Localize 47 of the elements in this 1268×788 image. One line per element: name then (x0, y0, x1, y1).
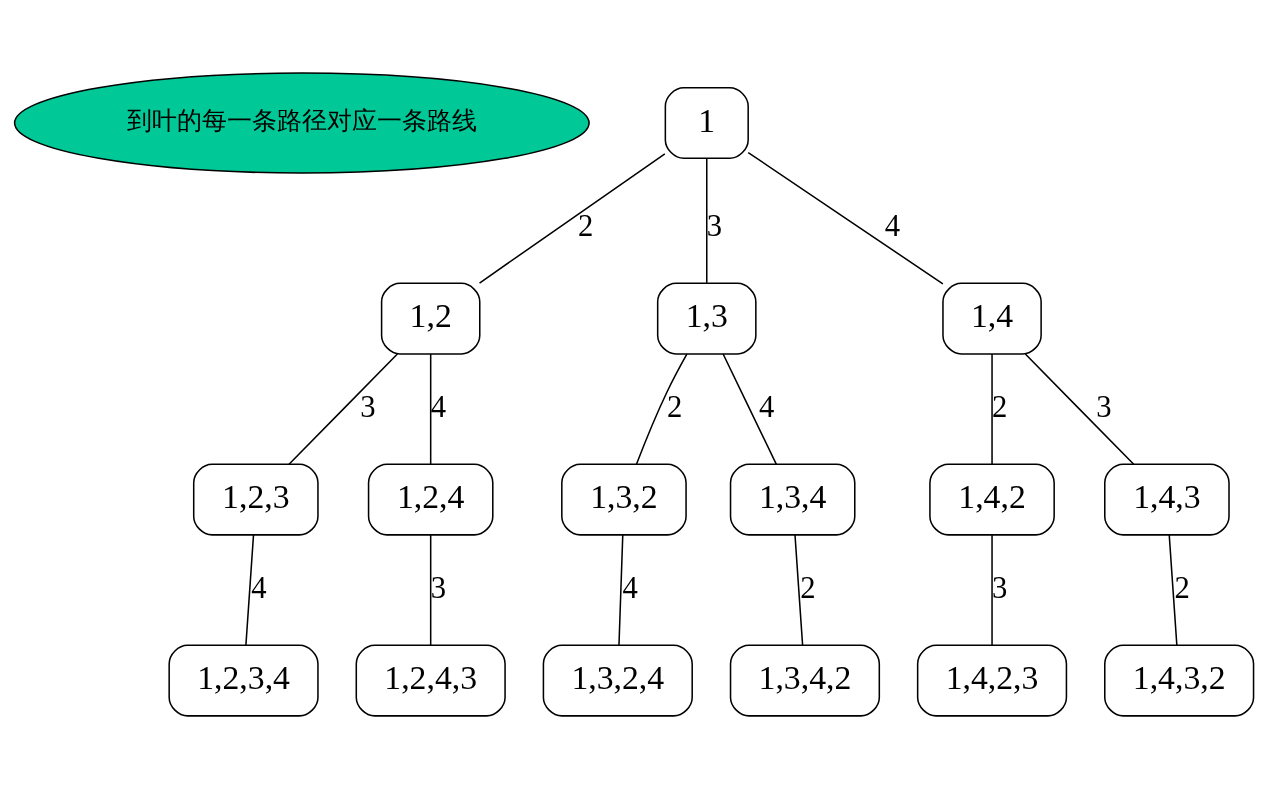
connector (991, 352, 993, 465)
connector (429, 533, 432, 646)
connector (429, 352, 432, 465)
edge-label: 2 (666, 389, 683, 424)
connector (794, 533, 804, 646)
node-box: 1,4,3 (1104, 463, 1230, 536)
edge-label: 3 (992, 570, 1008, 605)
node-box: 1,2,3 (192, 463, 319, 536)
edge-label: 2 (992, 389, 1008, 424)
node-box: 1,2,3,4 (168, 644, 319, 717)
edge-label: 3 (360, 389, 376, 424)
node-box: 1,3,4,2 (729, 644, 881, 717)
connector (288, 352, 399, 465)
node-box: 1,3,4 (729, 463, 856, 536)
node-box: 1,4,3,2 (1104, 644, 1255, 717)
node-box: 1,4 (942, 282, 1042, 355)
node-box: 1,2,4 (367, 463, 494, 536)
node-box: 1 (664, 86, 749, 159)
connector (635, 352, 688, 465)
connector (618, 533, 624, 646)
edge-label: 2 (577, 208, 594, 243)
edge-label: 4 (884, 208, 901, 243)
connector (478, 152, 666, 284)
edge-label: 4 (758, 389, 775, 424)
edge-label: 4 (251, 570, 267, 605)
node-ellipse: 到叶的每一条路径对应一条路线 (13, 71, 590, 174)
connector (1168, 533, 1178, 646)
edge-label: 4 (622, 570, 638, 605)
node-box: 1,3,2 (561, 463, 687, 536)
node-box: 1,3,2,4 (542, 644, 693, 717)
node-box: 1,4,2 (929, 463, 1055, 536)
node-box: 1,4,2,3 (916, 644, 1068, 717)
node-box: 1,2 (380, 282, 481, 355)
edge-label: 3 (430, 570, 447, 605)
node-box: 1,2,4,3 (355, 644, 506, 717)
connector (706, 157, 708, 284)
connector (1024, 352, 1135, 465)
connector (245, 533, 255, 646)
node-box: 1,3 (656, 282, 757, 355)
connector (722, 352, 778, 465)
edge-label: 2 (800, 570, 816, 605)
connector (991, 533, 993, 646)
edge-label: 4 (430, 389, 447, 424)
edge-label: 3 (706, 208, 723, 243)
edge-label: 2 (1174, 570, 1190, 605)
connector (747, 151, 944, 285)
edge-label: 3 (1096, 389, 1112, 424)
